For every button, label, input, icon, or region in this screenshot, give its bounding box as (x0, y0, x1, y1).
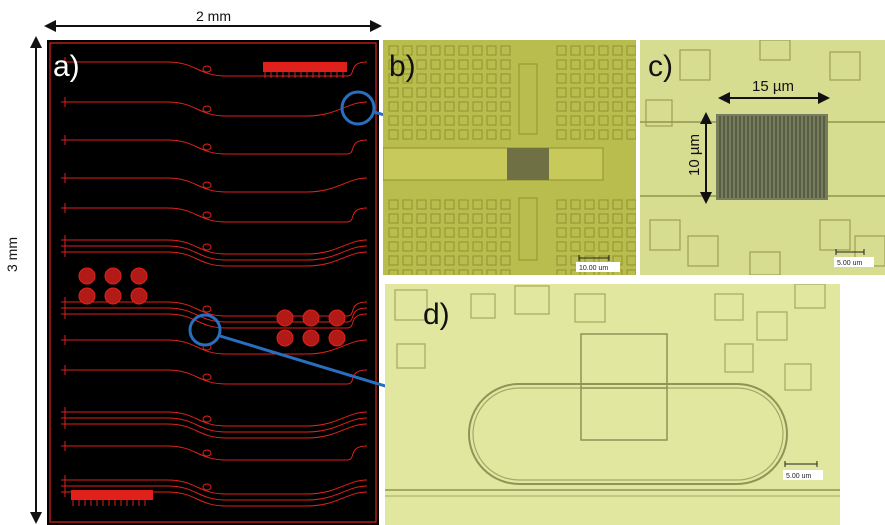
panel-c-image: 5.00 um (640, 40, 885, 275)
panel-b-micrograph: 10.00 um b) (383, 40, 636, 275)
panel-d-image: 5.00 um (385, 284, 840, 525)
panel-d-scale-text: 5.00 um (786, 473, 811, 480)
panel-b-label: b) (389, 50, 416, 83)
panel-a-label: a) (53, 50, 80, 83)
panel-b-image: 10.00 um (383, 40, 636, 275)
chip-layout-drawing (49, 42, 377, 523)
width-label: 2 mm (196, 8, 231, 24)
panel-b-scale-text: 10.00 um (579, 265, 608, 272)
panel-c-height-dim: 10 µm (686, 134, 703, 176)
panel-c-micrograph: 5.00 um c) 15 µm 10 µm (640, 40, 885, 275)
panel-c-scale-text: 5.00 um (837, 260, 862, 267)
panel-d-micrograph: 5.00 um d) (385, 284, 840, 525)
panel-c-label: c) (648, 50, 673, 83)
panel-d-label: d) (423, 298, 450, 331)
panel-c-width-dim: 15 µm (752, 78, 794, 95)
panel-a-layout: a) (47, 40, 379, 525)
